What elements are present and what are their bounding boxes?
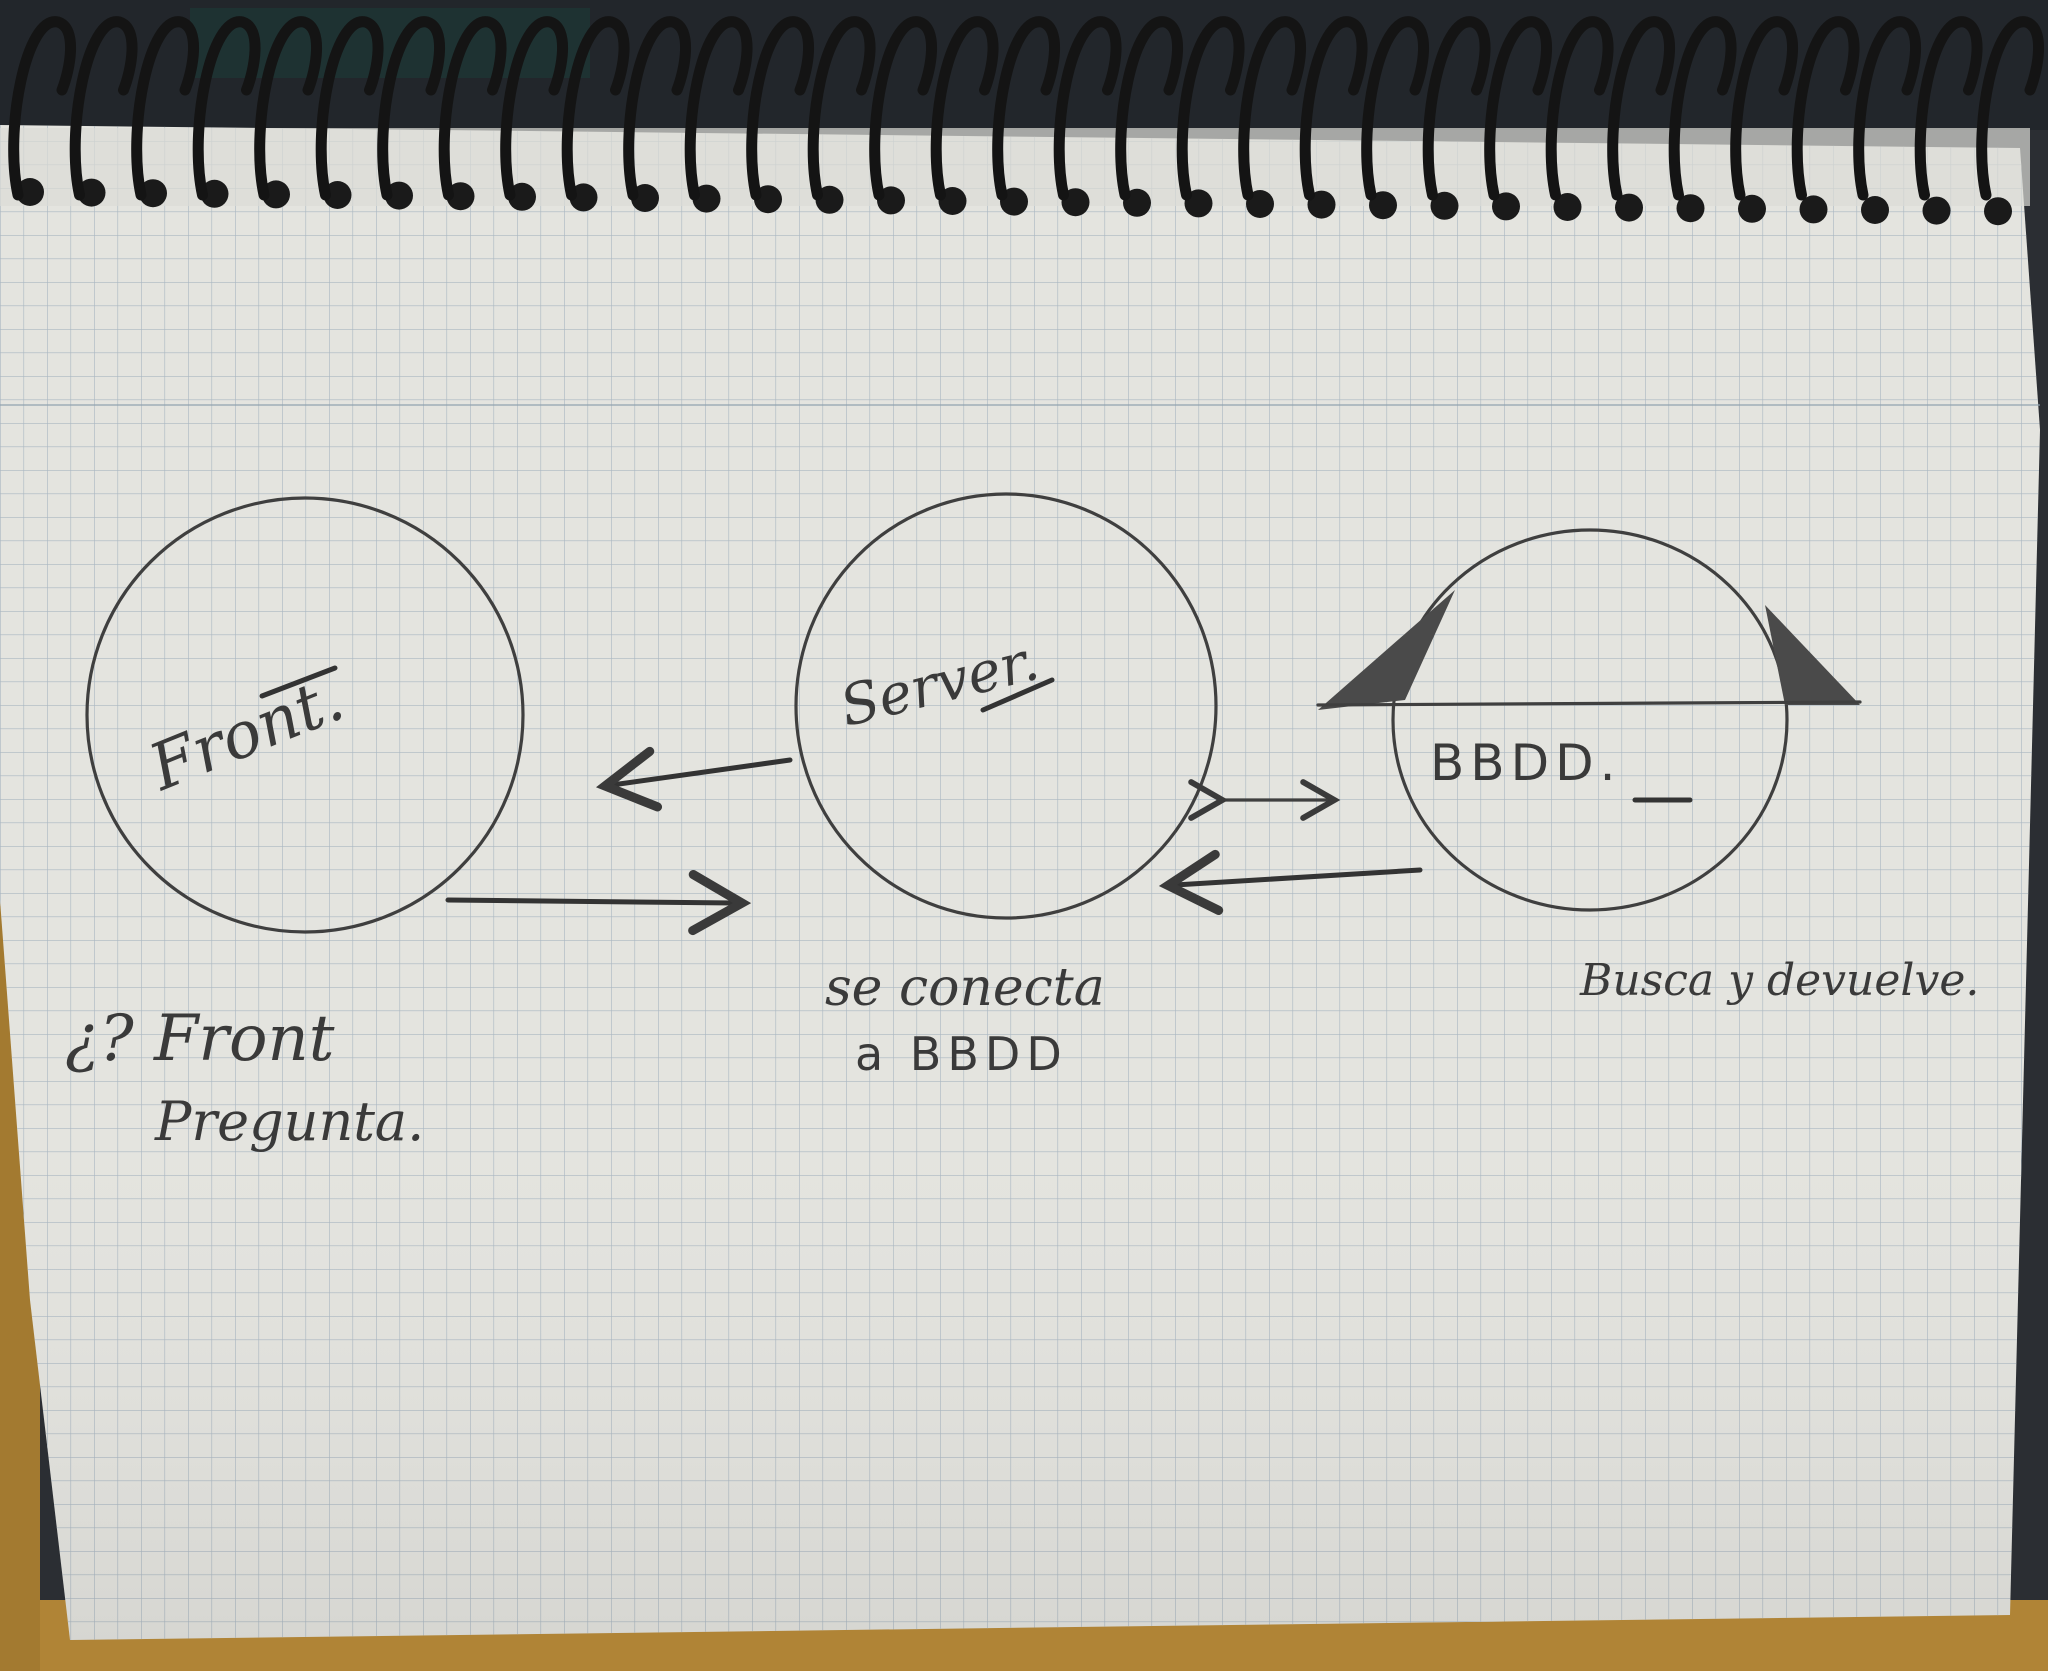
spiral-hole bbox=[1307, 190, 1336, 219]
spiral-coil bbox=[1053, 16, 1122, 201]
spiral-hole bbox=[1369, 191, 1397, 220]
spiral-coil bbox=[623, 16, 691, 201]
edge-bbdd-to-server bbox=[1158, 849, 1423, 915]
spiral-hole bbox=[1738, 194, 1766, 223]
spiral-hole bbox=[446, 182, 475, 211]
spiral-coil bbox=[561, 16, 630, 201]
spiral-coil bbox=[1484, 16, 1552, 201]
spiral-hole bbox=[1984, 197, 2012, 226]
spiral-coil bbox=[1238, 16, 1306, 201]
spiral-hole bbox=[1922, 196, 1951, 225]
spiral-coil bbox=[1422, 16, 1491, 201]
spiral-coil bbox=[1176, 16, 1245, 201]
spiral-coil bbox=[930, 16, 999, 201]
bbdd-label: BBDD. bbox=[1430, 734, 1622, 792]
spiral-coil bbox=[1299, 16, 1368, 201]
node-bbdd: BBDD. bbox=[1316, 528, 1862, 912]
notebook-page bbox=[0, 125, 2040, 1640]
spiral-coil bbox=[1791, 16, 1860, 201]
spiral-hole bbox=[569, 183, 598, 212]
spiral-coil bbox=[1545, 16, 1614, 201]
spiral-coil bbox=[1853, 16, 1921, 201]
spiral-hole bbox=[385, 181, 413, 210]
spiral-coil bbox=[315, 16, 384, 201]
spiral-coil bbox=[684, 16, 753, 201]
server-circle bbox=[794, 492, 1218, 920]
bbdd-circle bbox=[1391, 528, 1789, 912]
spiral-hole bbox=[16, 178, 44, 206]
front-circle bbox=[85, 496, 525, 934]
edge-server-to-front bbox=[595, 746, 793, 812]
bbdd-hat-left bbox=[1318, 590, 1455, 710]
spiral-coil bbox=[1976, 16, 2044, 201]
spiral-coil bbox=[438, 16, 507, 201]
spiral-binding bbox=[8, 16, 2044, 226]
spiral-hole bbox=[323, 181, 352, 209]
spiral-coil bbox=[1730, 16, 1798, 201]
spiral-hole bbox=[692, 184, 721, 213]
spiral-coil bbox=[1115, 16, 1183, 201]
spiral-hole bbox=[1553, 193, 1582, 221]
notes: ¿? Front Pregunta. se conecta a BBDD Bus… bbox=[65, 955, 1979, 1153]
edges bbox=[445, 746, 1423, 936]
spiral-coil bbox=[1914, 16, 1983, 201]
spiral-hole bbox=[1676, 194, 1705, 223]
spiral-coil bbox=[500, 16, 568, 201]
spiral-coil bbox=[377, 16, 445, 201]
spiral-hole bbox=[262, 180, 290, 209]
spiral-coil bbox=[746, 16, 814, 201]
spiral-hole bbox=[1615, 193, 1643, 222]
spiral-coil bbox=[1668, 16, 1737, 201]
bbdd-hat-right bbox=[1765, 605, 1860, 705]
front-note-line2: Pregunta. bbox=[154, 1090, 424, 1153]
spiral-coil bbox=[869, 16, 937, 201]
spiral-coil bbox=[131, 16, 199, 201]
spiral-hole bbox=[1799, 195, 1828, 224]
spiral-coil bbox=[254, 16, 322, 201]
spiral-hole bbox=[631, 184, 659, 212]
spiral-coil bbox=[69, 16, 138, 201]
spiral-coil bbox=[992, 16, 1060, 201]
spiral-hole bbox=[1430, 191, 1459, 220]
spiral-hole bbox=[77, 178, 106, 207]
bbdd-note: Busca y devuelve. bbox=[1579, 955, 1979, 1006]
server-note-line2: a BBDD bbox=[855, 1027, 1068, 1081]
spiral-coil bbox=[807, 16, 876, 201]
spiral-hole bbox=[1492, 192, 1520, 221]
server-note-line1: se conecta bbox=[825, 958, 1105, 1018]
spiral-hole bbox=[139, 179, 167, 208]
spiral-hole bbox=[200, 179, 229, 208]
front-note-line1: ¿? Front bbox=[65, 1002, 335, 1076]
spiral-coil bbox=[1607, 16, 1675, 201]
spiral-hole bbox=[508, 182, 536, 211]
spiral-coil bbox=[8, 16, 76, 201]
edge-front-to-server bbox=[445, 870, 752, 936]
spiral-hole bbox=[1861, 196, 1889, 224]
spiral-coil bbox=[192, 16, 261, 201]
spiral-coil bbox=[1361, 16, 1429, 201]
